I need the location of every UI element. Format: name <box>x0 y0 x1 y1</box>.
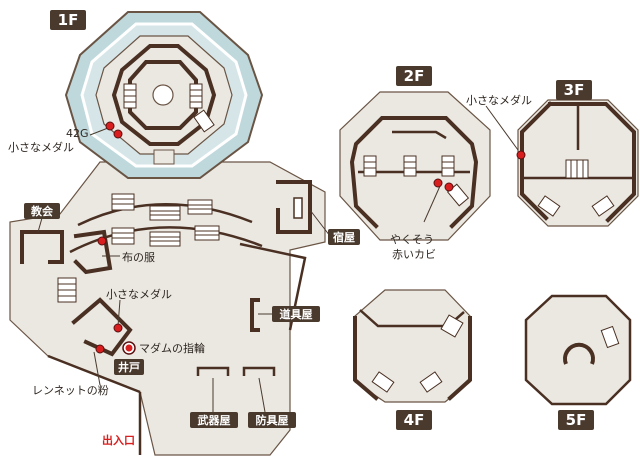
armor-shop-counter <box>242 366 276 376</box>
floor-tag-5f: 5F <box>558 410 594 430</box>
floor-5f-outer-wall <box>524 294 632 406</box>
stairs-icon <box>149 205 181 221</box>
inn-label: 宿屋 <box>328 229 360 245</box>
stairs-icon <box>600 325 620 349</box>
stairs-icon <box>363 155 377 177</box>
stairs-icon <box>149 231 181 247</box>
floor-5f-center-ring <box>563 342 595 365</box>
red-dot-icon <box>105 121 115 131</box>
inn-bed <box>293 197 303 219</box>
red-dot-icon <box>97 236 107 246</box>
small-medal-1f-town-label: 小さなメダル <box>106 287 172 301</box>
floor-3f-outer-wall-right <box>548 102 636 223</box>
svg-text:宿屋: 宿屋 <box>333 230 355 244</box>
lennet-powder-label: レンネットの粉 <box>32 384 109 397</box>
floor-2f <box>339 91 491 241</box>
stairs-icon <box>189 83 203 109</box>
floor-tag-3f: 3F <box>556 80 592 100</box>
stairs-icon <box>403 155 417 177</box>
stairs-icon <box>57 277 77 303</box>
stairs-icon <box>440 314 464 338</box>
tower-gate <box>153 149 175 165</box>
small-medal-1f-tower-label: 小さなメダル <box>8 140 74 154</box>
cloth-house <box>73 229 113 275</box>
svg-text:1F: 1F <box>58 11 79 29</box>
tower-center-pillar <box>152 84 174 106</box>
red-dot-icon <box>95 344 105 354</box>
item-shop-label: 道具屋 <box>272 306 320 322</box>
svg-text:武器屋: 武器屋 <box>198 413 231 427</box>
svg-text:教会: 教会 <box>30 204 54 218</box>
walkway-wall-upper <box>77 203 253 227</box>
well-label: 井戸 <box>114 359 144 375</box>
svg-text:道具屋: 道具屋 <box>280 307 313 321</box>
item-shop-counter <box>250 298 260 332</box>
stairs-icon <box>565 159 589 179</box>
stairs-icon <box>193 109 215 133</box>
floor-tag-1f: 1F <box>50 10 86 30</box>
church-label: 教会 <box>24 203 60 219</box>
svg-text:5F: 5F <box>566 411 587 429</box>
cloth-label: 布の服 <box>122 251 155 264</box>
floor-4f <box>353 289 472 403</box>
red-dot-icon <box>113 323 123 333</box>
floor-5f-ground <box>525 295 631 405</box>
herb-label: やくそう <box>390 233 434 246</box>
stairs-icon <box>371 371 395 393</box>
weapon-shop-counter <box>196 366 230 376</box>
floor-5f <box>524 294 632 406</box>
entrance-label: 出入口 <box>102 433 135 447</box>
svg-text:防具屋: 防具屋 <box>256 413 289 427</box>
stairs-icon <box>194 225 220 241</box>
armor-shop-label: 防具屋 <box>248 412 296 428</box>
floor-3f <box>517 99 639 227</box>
floor-tag-4f: 4F <box>396 410 432 430</box>
walkway-wall-lower <box>69 226 263 254</box>
floor-2f-outer-wall <box>349 116 479 229</box>
floor-3f-outer-wall-left <box>520 101 553 221</box>
svg-text:井戸: 井戸 <box>118 360 140 374</box>
stairs-icon <box>419 371 443 393</box>
floor-1f-tower <box>64 11 264 179</box>
svg-text:4F: 4F <box>404 411 425 429</box>
weapon-shop-label: 武器屋 <box>190 412 238 428</box>
church-building <box>20 230 64 264</box>
floor-4f-outer-walls <box>353 316 472 401</box>
stairs-icon <box>123 83 137 109</box>
red-dot-icon <box>113 129 123 139</box>
red-dot-icon <box>444 182 454 192</box>
stairs-icon <box>111 227 135 245</box>
madam-ring-label: マダムの指輪 <box>139 341 205 355</box>
stairs-icon <box>537 195 561 217</box>
stairs-icon <box>111 193 135 211</box>
inn-building <box>276 180 312 234</box>
floor-tag-2f: 2F <box>396 66 432 86</box>
tower-outer-wall <box>111 44 217 146</box>
red-mold-label: 赤いカビ <box>392 248 436 261</box>
red-dot-icon <box>433 178 443 188</box>
stairs-icon <box>591 195 615 217</box>
gold-42-label: 42G <box>66 127 89 140</box>
stairs-icon <box>187 199 213 215</box>
red-ring-dot-icon <box>122 341 136 355</box>
wall-south <box>47 354 141 394</box>
small-medal-3f-label: 小さなメダル <box>466 93 532 107</box>
floor-4f-ground <box>354 289 471 403</box>
stairs-icon <box>441 155 455 177</box>
svg-text:2F: 2F <box>404 67 425 85</box>
red-dot-icon <box>516 150 526 160</box>
floor-2f-inner-arc <box>392 130 447 140</box>
svg-text:3F: 3F <box>564 81 585 99</box>
